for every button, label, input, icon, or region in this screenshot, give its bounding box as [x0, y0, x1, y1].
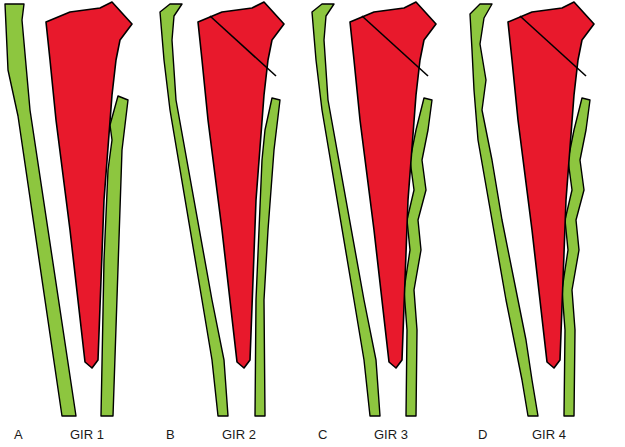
panel-letter: B: [166, 428, 175, 441]
grade-label: GIR 2: [222, 428, 256, 441]
panel-letter: A: [14, 428, 23, 441]
panel-letter: D: [478, 428, 487, 441]
grade-label: GIR 4: [532, 428, 566, 441]
panel-letter: C: [318, 428, 327, 441]
grade-label: GIR 3: [374, 428, 408, 441]
grade-label: GIR 1: [70, 428, 104, 441]
